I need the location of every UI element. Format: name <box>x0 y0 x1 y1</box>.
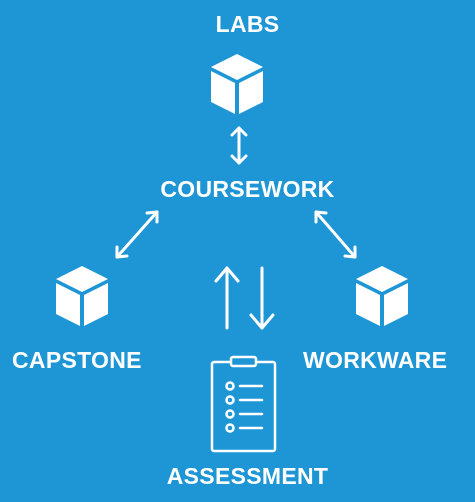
labs-label: LABS <box>215 11 280 37</box>
coursework-workware-arrow-icon <box>314 210 357 259</box>
capstone-cube-icon <box>56 266 108 326</box>
workware-cube-icon <box>356 266 408 326</box>
assessment-label: ASSESSMENT <box>166 463 329 489</box>
labs-coursework-arrow-icon <box>230 126 248 165</box>
coursework-capstone-arrow-icon <box>115 210 159 259</box>
capstone-label: CAPSTONE <box>12 347 142 373</box>
down-arrow-icon <box>249 266 275 330</box>
clipboard-checklist-icon <box>210 355 277 453</box>
coursework-label: COURSEWORK <box>160 176 335 202</box>
up-arrow-icon <box>214 266 240 330</box>
labs-cube-icon <box>211 54 263 114</box>
workware-label: WORKWARE <box>303 347 448 373</box>
